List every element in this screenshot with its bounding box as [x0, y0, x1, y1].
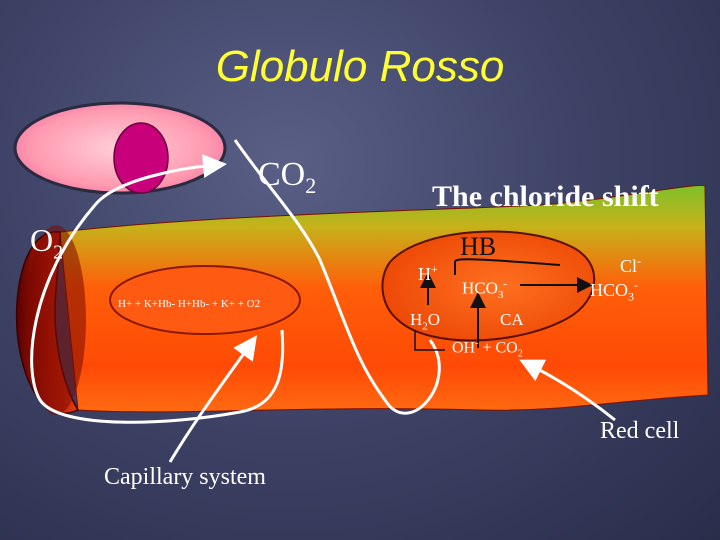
red-cell-label: Red cell	[600, 418, 680, 444]
h2o-path	[414, 330, 445, 351]
co2-label: CO2	[258, 156, 317, 198]
chloride-shift-heading: The chloride shift	[432, 180, 659, 213]
h2o-label: H2O	[410, 310, 441, 333]
o2-label: O2	[30, 222, 64, 264]
h-plus-label: H+	[418, 262, 438, 284]
oh-co2-label: OH- + CO2	[452, 338, 523, 360]
hb-region	[381, 230, 596, 342]
capillary-arrow	[168, 335, 257, 463]
hco3-out-label: HCO3-	[590, 278, 639, 304]
capillary-system-label: Capillary system	[104, 464, 266, 490]
red-cell-arrow	[519, 359, 616, 422]
nucleus	[113, 122, 169, 194]
o2-arrow	[30, 154, 285, 424]
chloride-ion-label: Cl-	[620, 254, 642, 276]
page-title: Globulo Rosso	[215, 42, 505, 91]
hco3-to-hb-arrow	[454, 258, 561, 275]
hco3-label: HCO3-	[462, 278, 508, 302]
hemoglobin-bubble	[109, 265, 301, 335]
carbonic-anhydrase-label: CA	[500, 310, 524, 329]
co2-arrow	[233, 139, 441, 415]
hb-label: HB	[460, 232, 497, 261]
hemoglobin-equation: H+ + K+Hb- H+Hb- + K+ + O2	[118, 298, 261, 310]
